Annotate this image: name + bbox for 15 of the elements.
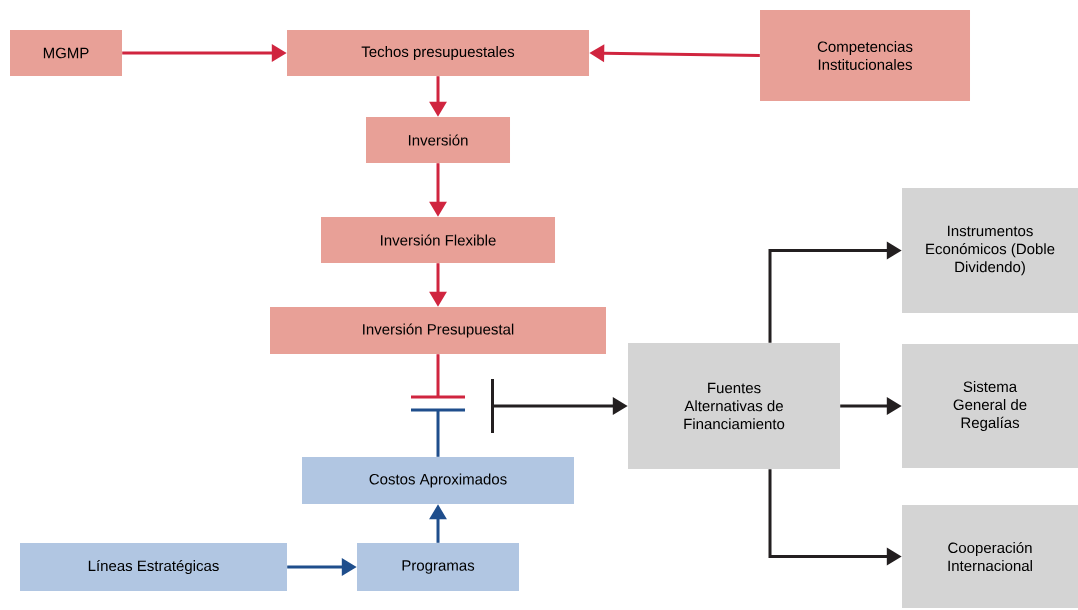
process-box: Inversión Presupuestal — [270, 307, 606, 354]
connector-line — [436, 354, 440, 398]
process-box: Fuentes Alternativas de Financiamiento — [628, 343, 840, 469]
process-box: Inversión Flexible — [321, 217, 555, 263]
process-box: Sistema General de Regalías — [902, 344, 1078, 468]
process-box: MGMP — [10, 30, 122, 76]
process-box: Inversión — [366, 117, 510, 163]
process-box: Cooperación Internacional — [902, 505, 1078, 608]
process-box: Líneas Estratégicas — [20, 543, 287, 591]
process-box: Programas — [357, 543, 519, 591]
process-box: Instrumentos Económicos (Doble Dividendo) — [902, 188, 1078, 313]
process-box: Competencias Institucionales — [760, 10, 970, 101]
process-box: Techos presupuestales — [287, 30, 589, 76]
process-box: Costos Aproximados — [302, 457, 574, 504]
connector-line — [436, 409, 440, 457]
